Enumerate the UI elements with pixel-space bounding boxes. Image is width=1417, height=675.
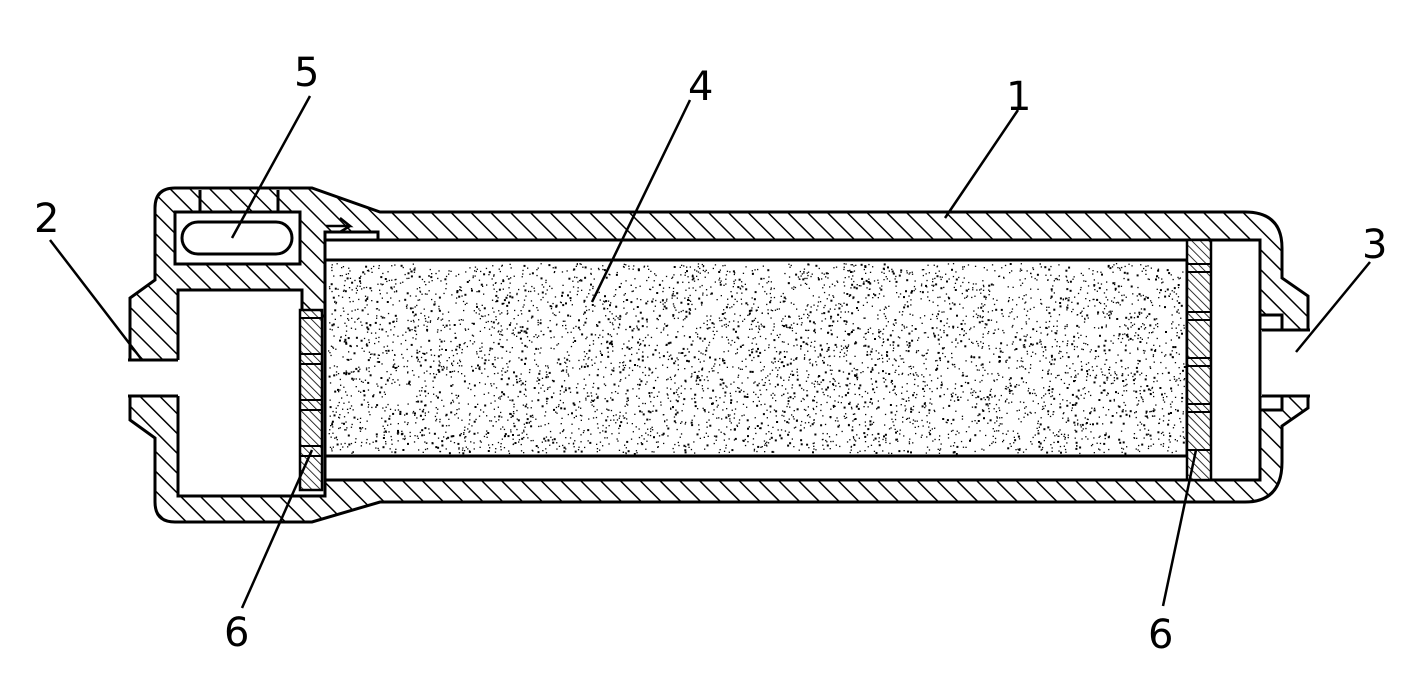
leader-6-right (1161, 449, 1198, 607)
label-5: 5 (294, 50, 319, 96)
outlet-port (1258, 328, 1310, 398)
label-4: 4 (688, 64, 713, 110)
leader-lines (49, 95, 1371, 609)
inlet-port (128, 358, 180, 398)
reference-labels: 1 2 3 4 5 6 6 (34, 50, 1387, 658)
leader-2 (49, 239, 143, 361)
label-6-left: 6 (224, 610, 249, 656)
leader-4 (590, 99, 692, 303)
leader-5 (230, 95, 312, 239)
label-2: 2 (34, 196, 59, 242)
left-filter (298, 308, 324, 492)
flow-arrow (326, 217, 354, 234)
sight-window (173, 190, 302, 266)
packing-material (323, 258, 1189, 458)
leader-1 (943, 109, 1020, 219)
leader-6-left (240, 449, 314, 609)
label-1: 1 (1006, 74, 1031, 120)
label-3: 3 (1362, 222, 1387, 268)
right-filter (1185, 238, 1213, 482)
label-6-right: 6 (1148, 612, 1173, 658)
leader-3 (1295, 261, 1371, 353)
